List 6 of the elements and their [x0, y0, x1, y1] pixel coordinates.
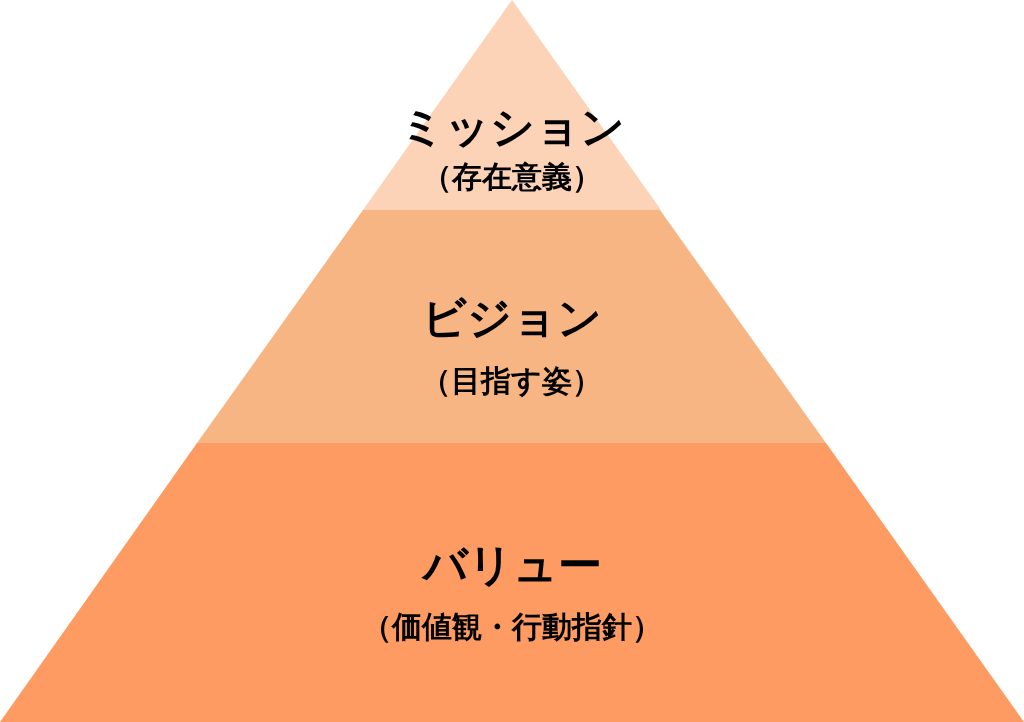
tier-subtitle: （目指す姿）: [421, 363, 602, 397]
tier-title: ビジョン: [421, 293, 602, 343]
tier-subtitle: （価値観・行動指針）: [362, 609, 662, 643]
tier-title: バリュー: [422, 540, 602, 590]
tier-title: ミッション: [399, 102, 625, 152]
tier-subtitle: （存在意義）: [422, 159, 602, 193]
